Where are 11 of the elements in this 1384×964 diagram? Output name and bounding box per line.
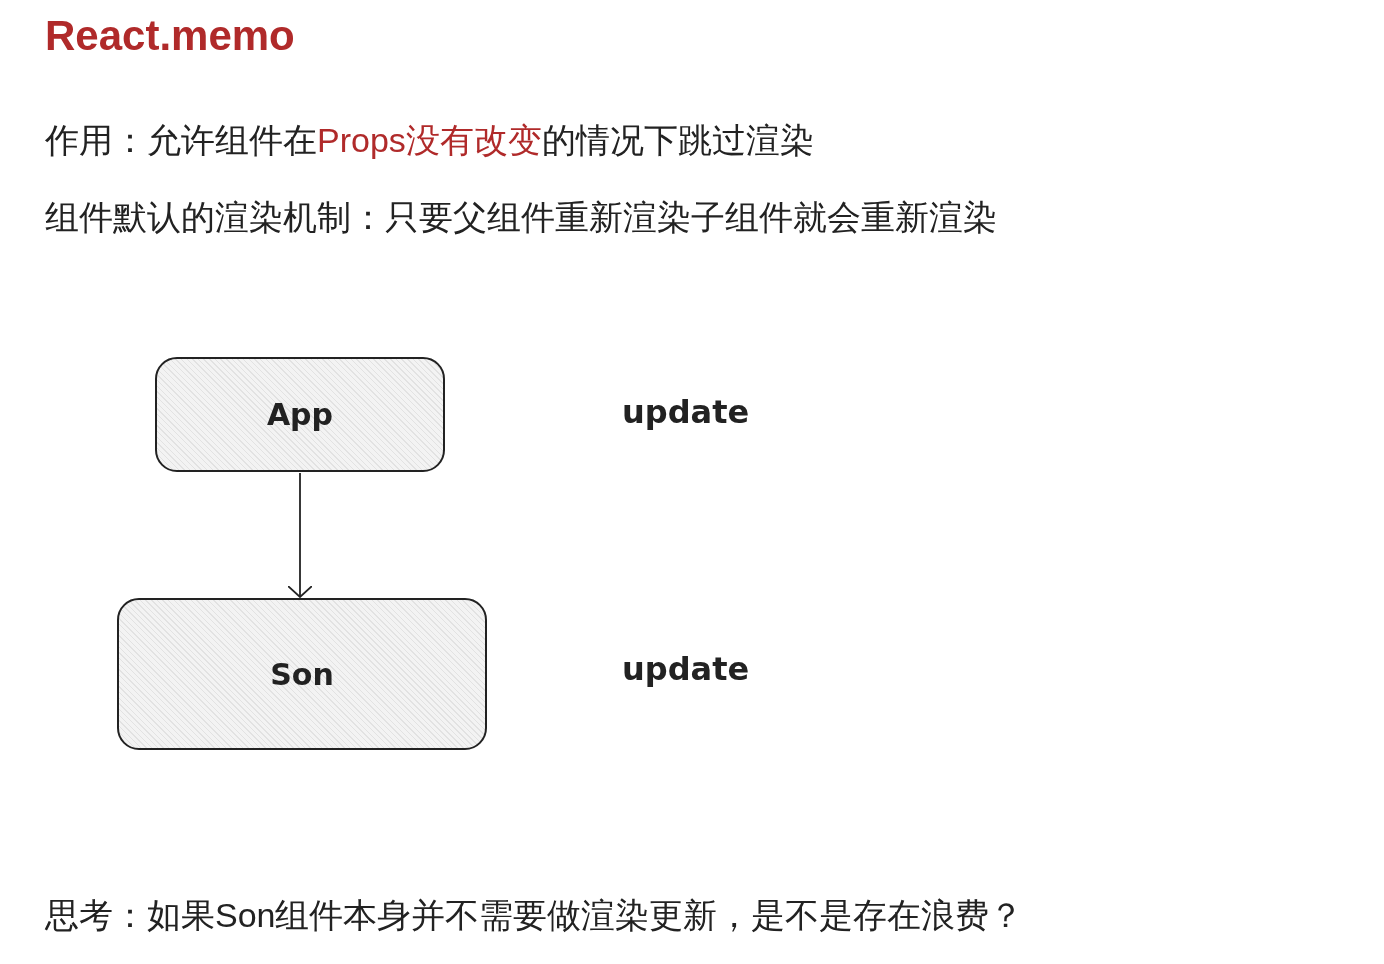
- annotation-text: update: [622, 393, 750, 431]
- text-line: Props没有改变: [317, 120, 542, 161]
- annotation-text: update: [622, 650, 750, 688]
- text-line: 组件默认的渲染机制：只要父组件重新渲染子组件就会重新渲染: [45, 197, 997, 238]
- arrow: [287, 472, 313, 598]
- text-line: 思考：如果Son组件本身并不需要做渲染更新，是不是存在浪费？: [45, 895, 1024, 936]
- text-line: 的情况下跳过渲染: [541, 120, 814, 161]
- component-box: Son: [117, 598, 487, 750]
- title-text: React.memo: [45, 12, 295, 60]
- component-box: App: [155, 357, 445, 472]
- text-line: 作用：允许组件在: [45, 120, 317, 161]
